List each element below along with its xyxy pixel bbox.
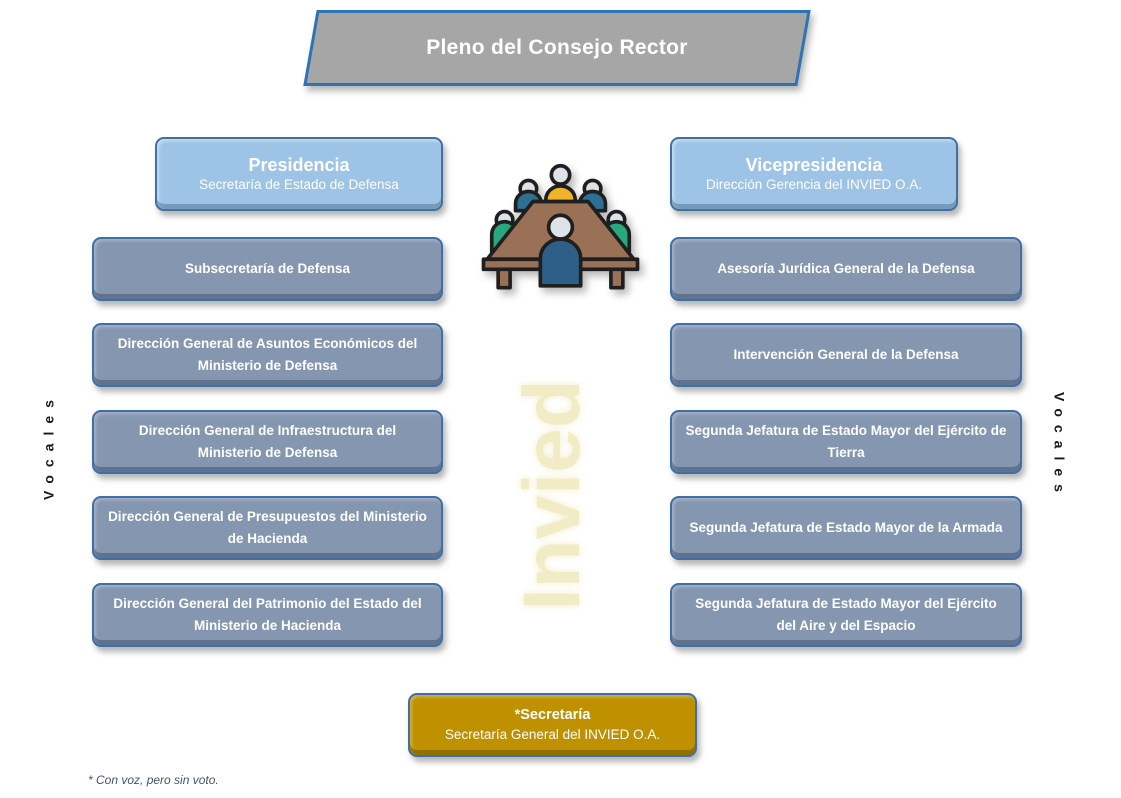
vocales-label-left: Vocales bbox=[40, 392, 57, 500]
member-right-jefatura-tierra: Segunda Jefatura de Estado Mayor del Ejé… bbox=[670, 410, 1022, 474]
presidencia-title: Presidencia bbox=[248, 154, 350, 175]
presidencia-subtitle: Secretaría de Estado de Defensa bbox=[199, 177, 399, 193]
meeting-table-icon bbox=[481, 163, 640, 290]
member-left-subsecretaria: Subsecretaría de Defensa bbox=[92, 237, 443, 301]
secretaria-title: *Secretaría bbox=[514, 707, 591, 724]
member-right-jefatura-aire: Segunda Jefatura de Estado Mayor del Ejé… bbox=[670, 583, 1022, 647]
member-right-asesoria-juridica: Asesoría Jurídica General de la Defensa bbox=[670, 237, 1022, 301]
table-leg-left bbox=[496, 267, 512, 290]
vocales-label-right: Vocales bbox=[1051, 392, 1068, 500]
vicepresidencia-title: Vicepresidencia bbox=[745, 154, 883, 175]
member-right-intervencion: Intervención General de la Defensa bbox=[670, 323, 1022, 387]
banner-pleno-consejo-rector: Pleno del Consejo Rector bbox=[303, 10, 811, 86]
member-left-presupuestos: Dirección General de Presupuestos del Mi… bbox=[92, 496, 443, 560]
member-right-jefatura-armada: Segunda Jefatura de Estado Mayor de la A… bbox=[670, 496, 1022, 560]
box-secretaria: *Secretaría Secretaría General del INVIE… bbox=[408, 693, 697, 757]
banner-title: Pleno del Consejo Rector bbox=[426, 36, 688, 59]
box-presidencia: Presidencia Secretaría de Estado de Defe… bbox=[155, 137, 443, 211]
table-leg-right bbox=[609, 267, 625, 290]
box-vicepresidencia: Vicepresidencia Dirección Gerencia del I… bbox=[670, 137, 958, 211]
member-left-asuntos-economicos: Dirección General de Asuntos Económicos … bbox=[92, 323, 443, 387]
secretaria-subtitle: Secretaría General del INVIED O.A. bbox=[444, 726, 661, 742]
vicepresidencia-subtitle: Dirección Gerencia del INVIED O.A. bbox=[705, 177, 923, 193]
footnote: * Con voz, pero sin voto. bbox=[88, 773, 219, 787]
person-head bbox=[549, 163, 572, 186]
member-left-patrimonio: Dirección General del Patrimonio del Est… bbox=[92, 583, 443, 647]
person-navy-front bbox=[538, 237, 583, 288]
member-left-infraestructura: Dirección General de Infraestructura del… bbox=[92, 410, 443, 474]
